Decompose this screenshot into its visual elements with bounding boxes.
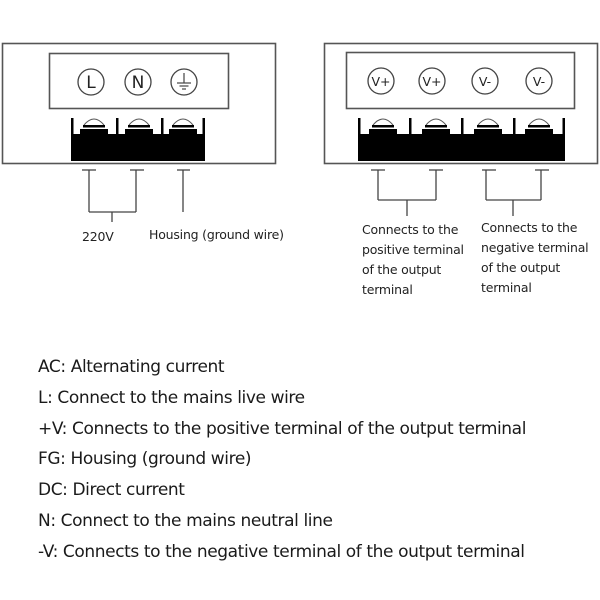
- positive-output-label-line: terminal: [362, 282, 413, 297]
- ac-terminal-block: [71, 118, 205, 161]
- legend-item-n: N: Connect to the mains neutral line: [38, 510, 333, 531]
- dc-wires: [371, 169, 549, 216]
- negative-output-label-line: of the output: [481, 260, 561, 275]
- ac-input-panel: L N: [1, 42, 277, 222]
- terminal-screw-icon: [525, 118, 553, 134]
- positive-output-label-line: Connects to the: [362, 222, 459, 237]
- terminal-screw-icon: [422, 118, 450, 134]
- dc-label-plate: [345, 51, 576, 110]
- negative-output-label: Connects to the negative terminal of the…: [481, 218, 589, 298]
- ac-wires: [82, 169, 190, 222]
- negative-output-label-line: negative terminal: [481, 240, 589, 255]
- neutral-terminal-icon: N: [124, 68, 152, 96]
- svg-text:L: L: [86, 73, 96, 93]
- live-terminal-icon: L: [77, 68, 105, 96]
- legend-item-plus-v: +V: Connects to the positive terminal of…: [38, 418, 527, 439]
- svg-text:V+: V+: [371, 74, 390, 89]
- negative-output-label-line: terminal: [481, 280, 532, 295]
- legend-item-l: L: Connect to the mains live wire: [38, 387, 305, 408]
- positive-output-label-line: positive terminal: [362, 242, 464, 257]
- terminal-screw-icon: [369, 118, 397, 134]
- terminal-screw-icon: [474, 118, 502, 134]
- negative-terminal-icon: V-: [525, 67, 553, 95]
- positive-terminal-icon: V+: [367, 67, 395, 95]
- ac-label-plate: [48, 52, 230, 110]
- legend-item-dc: DC: Direct current: [38, 480, 185, 501]
- dc-output-panel: V+ V+ V- V-: [323, 42, 599, 216]
- legend-item-ac: AC: Alternating current: [38, 357, 225, 377]
- positive-output-label: Connects to the positive terminal of the…: [362, 220, 464, 300]
- ground-wire-label: Housing (ground wire): [149, 227, 284, 242]
- ac-input-voltage-label: 220V: [82, 229, 114, 244]
- legend-item-fg: FG: Housing (ground wire): [38, 449, 252, 470]
- legend: AC: Alternating current L: Connect to th…: [38, 352, 526, 568]
- positive-output-label-line: of the output: [362, 262, 442, 277]
- terminal-screw-icon: [169, 118, 197, 134]
- negative-terminal-icon: V-: [471, 67, 499, 95]
- svg-text:V-: V-: [533, 74, 545, 89]
- svg-text:N: N: [132, 73, 145, 93]
- ground-terminal-icon: [170, 68, 198, 96]
- svg-text:V+: V+: [422, 74, 441, 89]
- dc-terminal-block: [358, 118, 565, 161]
- terminal-screw-icon: [80, 118, 108, 134]
- positive-terminal-icon: V+: [418, 67, 446, 95]
- legend-item-minus-v: -V: Connects to the negative terminal of…: [38, 541, 525, 562]
- svg-text:V-: V-: [479, 74, 491, 89]
- negative-output-label-line: Connects to the: [481, 220, 578, 235]
- terminal-screw-icon: [125, 118, 153, 134]
